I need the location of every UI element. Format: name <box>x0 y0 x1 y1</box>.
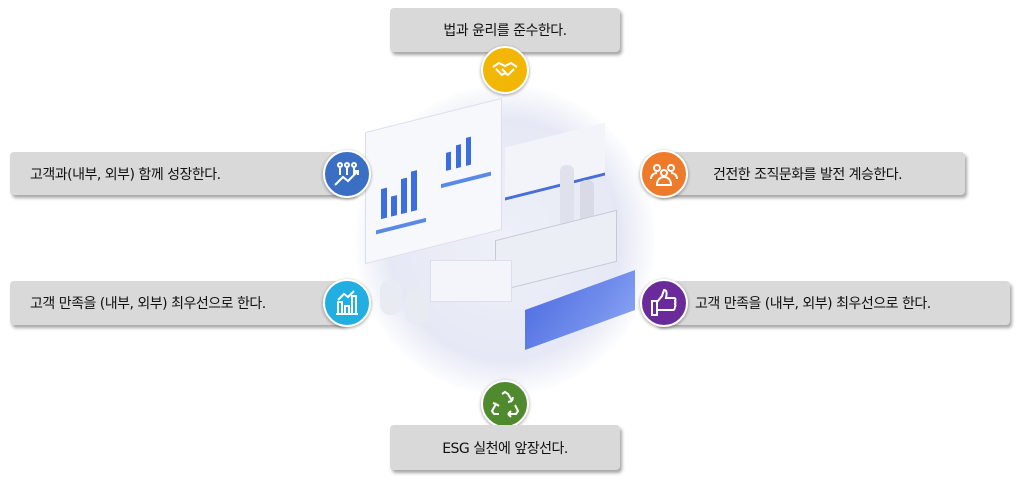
value-box-bottom: ESG 실천에 앞장선다. <box>390 425 620 470</box>
tank <box>380 280 402 315</box>
value-label: 건전한 조직문화를 발전 계승한다. <box>713 166 903 183</box>
value-label: 고객 만족을 (내부, 외부) 최우선으로 한다. <box>695 296 931 312</box>
factory-illustration <box>355 85 655 395</box>
value-box-left-top: 고객과(내부, 외부) 함께 성장한다. <box>10 152 355 195</box>
people-growth-icon <box>323 150 371 198</box>
value-box-left-bottom: 고객 만족을 (내부, 외부) 최우선으로 한다. <box>10 281 345 325</box>
recycle-icon <box>481 380 529 428</box>
chimney <box>560 165 574 235</box>
office-building <box>430 260 512 302</box>
value-label: 법과 윤리를 준수한다. <box>443 23 567 39</box>
thumbs-up-icon <box>640 279 688 327</box>
plant-structure <box>495 209 617 293</box>
water-treatment <box>525 269 635 351</box>
value-box-top: 법과 윤리를 준수한다. <box>390 8 620 52</box>
value-label: 고객 만족을 (내부, 외부) 최우선으로 한다. <box>30 296 266 312</box>
value-box-right-bottom: 고객 만족을 (내부, 외부) 최우선으로 한다. <box>655 281 1010 325</box>
dashboard-panel <box>365 97 502 265</box>
value-box-right-top: 건전한 조직문화를 발전 계승한다. <box>655 152 965 195</box>
bar-chart-icon <box>323 279 371 327</box>
group-icon <box>640 150 688 198</box>
value-label: 고객과(내부, 외부) 함께 성장한다. <box>30 166 221 183</box>
value-label: ESG 실천에 앞장선다. <box>442 440 568 457</box>
tank <box>405 290 427 325</box>
handshake-icon <box>481 46 529 94</box>
